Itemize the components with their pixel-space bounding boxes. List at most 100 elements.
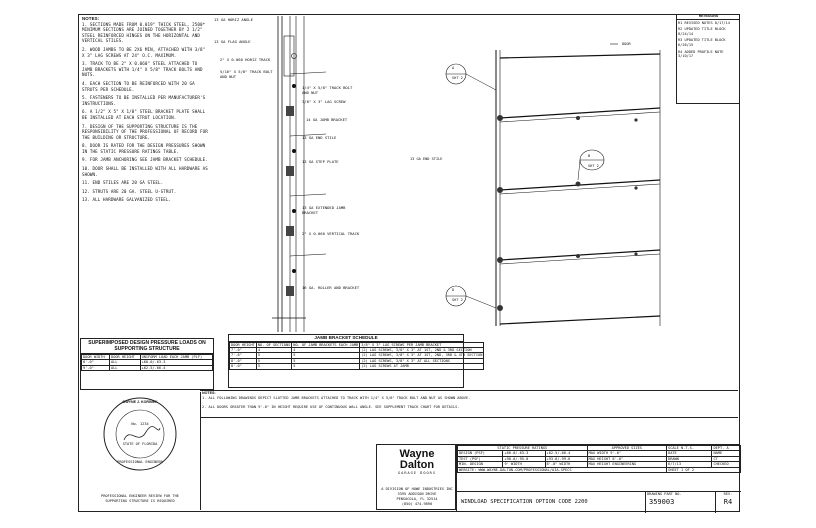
revision-item: R3 UPDATED TITLE BLOCK 6/26/15 [678, 38, 726, 47]
note-item: 6. A 1/2" X 5" X 1/8" STEEL BRACKET PLAT… [82, 109, 206, 120]
callout-flag-angle: 13 GA FLAG ANGLE [214, 39, 251, 44]
drawing-number-label: DRAWING PART NO. [647, 492, 682, 496]
company-block: Wayne Dalton GARAGE DOORS A DIVISION OF … [376, 444, 456, 510]
seal-caption-1: PROFESSIONAL ENGINEER REVIEW FOR THE [101, 494, 179, 498]
detail-label-a: A [452, 66, 455, 70]
callout-horiz-track: 2" X 0.060 HORIZ TRACK [220, 57, 271, 62]
revision-cell: REV. R4 [715, 491, 741, 513]
website: WEBSITE: WWW.WAYNE-DALTON.COM/PROFESSION… [456, 466, 668, 474]
revision-label: REV. [723, 492, 733, 496]
table-cell: 5 [291, 363, 361, 370]
door-elevation [445, 43, 661, 326]
wayne-dalton-logo: Wayne Dalton GARAGE DOORS [381, 449, 453, 479]
callout-track-bolt: 5/16" X 5/8" TRACK BOLT AND NUT [220, 69, 273, 79]
notes-heading: NOTES: [82, 16, 100, 21]
revision-item: R2 UPDATED TITLE BLOCK 8/24/14 [678, 27, 726, 36]
table-row: DESIGN (PSF) +60.0/-63.3 +62.5/-66.4 MAX… [456, 450, 741, 457]
note-item: 11. END STILES ARE 20 GA STEEL. [82, 180, 164, 186]
jamb-bracket-schedule: JAMB BRACKET SCHEDULE DOOR HEIGHT NO. OF… [228, 334, 485, 388]
bottom-note-2: 2. ALL DOORS GREATER THAN 9'-0" IN HEIGH… [202, 405, 460, 410]
table-cell: CHECKED [711, 461, 741, 468]
table-cell: DESIGN (PSF) [456, 450, 504, 457]
callout-end-stile: 13 GA END STILE [302, 135, 337, 140]
revisions-block: REVISIONS R1 REVISED NOTES 8/17/14 R2 UP… [676, 14, 740, 104]
drawing-frame [78, 14, 740, 512]
table-cell: (2) LAG SCREWS AT JAMB [359, 363, 485, 370]
detail-ref-d: SHT 2 [452, 298, 463, 302]
seal-license: No. 1234 [131, 422, 149, 426]
table-header: 3/8" X 3" LAG SCREWS PER JAMB BRACKET [359, 341, 485, 349]
title-block: STATIC PRESSURE RATINGS APPROVED SIZES S… [456, 444, 741, 513]
note-item: 7. DESIGN OF THE SUPPORTING STRUCTURE IS… [82, 123, 208, 140]
table-header: DOOR WIDTH [80, 353, 111, 361]
table-cell: (2) LAG SCREWS, 3/8" X 3" AT 1ST, 2ND, 3… [359, 352, 485, 359]
table-header: DOOR HEIGHT [229, 341, 257, 349]
company-address-1: A DIVISION OF HOWE INDUSTRIES INC [381, 487, 453, 491]
note-item: 10. DOOR SHALL BE INSTALLED WITH ALL HAR… [82, 166, 208, 177]
revision-item: R4 ADDED PROFILE NOTE 3/10/17 [678, 49, 724, 59]
superimposed-loads-table: SUPERIMPOSED DESIGN PRESSURE LOADS ON SU… [80, 338, 214, 390]
table-cell: 8'-0" [229, 363, 257, 370]
sheet-number: SHEET 1 OF 2 [666, 466, 741, 474]
section-detail [272, 16, 326, 332]
seal-caption-2: SUPPORTING STRUCTURE IS REQUIRED [105, 499, 175, 503]
table-cell: 9'-0" [80, 364, 111, 372]
detail-label-d: D [452, 288, 455, 292]
engineer-seal-block: OWYNE J. KORINEK PROFESSIONAL ENGINEER N… [80, 392, 201, 510]
revision-item: R1 REVISED NOTES 8/17/14 [678, 20, 730, 25]
table-cell: (2) LAG SCREWS, 3/8" X 3" AT 1ST, 2ND & … [359, 346, 485, 354]
bottom-note-1: 1. ALL FOLLOWING DRAWINGS DEPICT SLOTTED… [202, 395, 471, 400]
revisions-heading: REVISIONS [677, 14, 740, 20]
detail-label-b: B [588, 154, 591, 158]
table-cell: (2) LAG SCREWS, 3/8" X 3" AT ALL SECTION… [359, 357, 485, 365]
callout-vertical-track: 2" X 0.060 VERTICAL TRACK [302, 231, 360, 236]
note-item: 12. STRUTS ARE 20 GA. STEEL U-STRUT. [82, 188, 177, 194]
dept-heading: DEPT. A [711, 444, 741, 452]
callout-step-plate: 13 GA STEP PLATE [302, 159, 339, 164]
seal-title: PROFESSIONAL ENGINEER [117, 460, 163, 464]
title-cell: WINDLOAD SPECIFICATION OPTION CODE 2200 [457, 491, 646, 513]
drawing-number-cell: DRAWING PART NO. 359003 [645, 491, 716, 513]
note-item: 13. ALL HARDWARE GALVANIZED STEEL. [82, 197, 172, 203]
logo-line-3: GARAGE DOORS [398, 471, 436, 475]
revision-value: R4 [723, 497, 733, 506]
top-note: DOOR [622, 42, 631, 46]
superimposed-title: SUPERIMPOSED DESIGN PRESSURE LOADS ON SU… [81, 339, 213, 354]
table-cell: ALL [109, 364, 141, 372]
table-header: NO. OF SECTIONS [255, 341, 293, 349]
note-item: 9. FOR JAMB ANCHORING SEE JAMB BRACKET S… [82, 157, 208, 163]
bottom-notes-heading: NOTES: [202, 391, 216, 395]
end-stile-note: 13 GA END STILE [410, 157, 443, 161]
table-row: MIN. DESIGN 9' WIDTH 8'-0" WIDTH MAX HEI… [456, 461, 741, 468]
note-item: 5. FASTENERS TO BE INSTALLED PER MANUFAC… [82, 95, 206, 106]
note-item: 1. SECTIONS MADE FROM 0.019" THICK STEEL… [82, 21, 206, 44]
company-phone: (850) 474-9890 [401, 502, 433, 506]
bottom-notes: NOTES: 1. ALL FOLLOWING DRAWINGS DEPICT … [200, 390, 738, 418]
table-cell: MIN. DESIGN [456, 461, 504, 468]
note-item: 3. TRACK TO BE 2" X 0.060" STEEL ATTACHE… [82, 61, 203, 78]
note-item: 2. WOOD JAMBS TO BE 2X6 MIN, ATTACHED WI… [82, 46, 206, 58]
callout-lag-screw: 3/8" X 3" LAG SCREW [302, 99, 346, 104]
logo-line-2: Dalton [399, 459, 435, 471]
table-row: WEBSITE: WWW.WAYNE-DALTON.COM/PROFESSION… [456, 466, 741, 474]
detail-ref-b: SHT 2 [588, 164, 599, 168]
detail-ref-a: SHT 2 [452, 76, 463, 80]
note-item: 4. EACH SECTION TO BE REINFORCED WITH 20… [82, 80, 195, 92]
callout-extended-bracket: 13 GA EXTENDED JAMB BRACKET [302, 205, 346, 215]
notes-block: NOTES: 1. SECTIONS MADE FROM 0.019" THIC… [82, 16, 208, 334]
seal-name: OWYNE J. KORINEK [122, 400, 158, 404]
logo-line-1: Wayne [399, 448, 435, 460]
jamb-schedule-title: JAMB BRACKET SCHEDULE [229, 335, 463, 342]
drawing-number: 359003 [649, 497, 675, 506]
table-row: 9'-0" ALL +62.5/-66.4 [80, 364, 214, 372]
notes-list: 1. SECTIONS MADE FROM 0.019" THICK STEEL… [82, 22, 208, 203]
callout-horiz-angle: 13 GA HORIZ ANGLE [214, 17, 253, 22]
note-item: 8. DOOR IS RATED FOR THE DESIGN PRESSURE… [82, 143, 206, 154]
table-cell: 5 [255, 363, 293, 370]
callout-jamb-bracket: 14 GA JAMB BRACKET [306, 117, 348, 122]
drawing-title: WINDLOAD SPECIFICATION OPTION CODE 2200 [461, 499, 588, 505]
callout-roller: 16 GA. ROLLER AND BRACKET [302, 285, 360, 290]
table-cell: TEST (PSF) [456, 455, 504, 463]
engineer-seal [103, 397, 177, 471]
